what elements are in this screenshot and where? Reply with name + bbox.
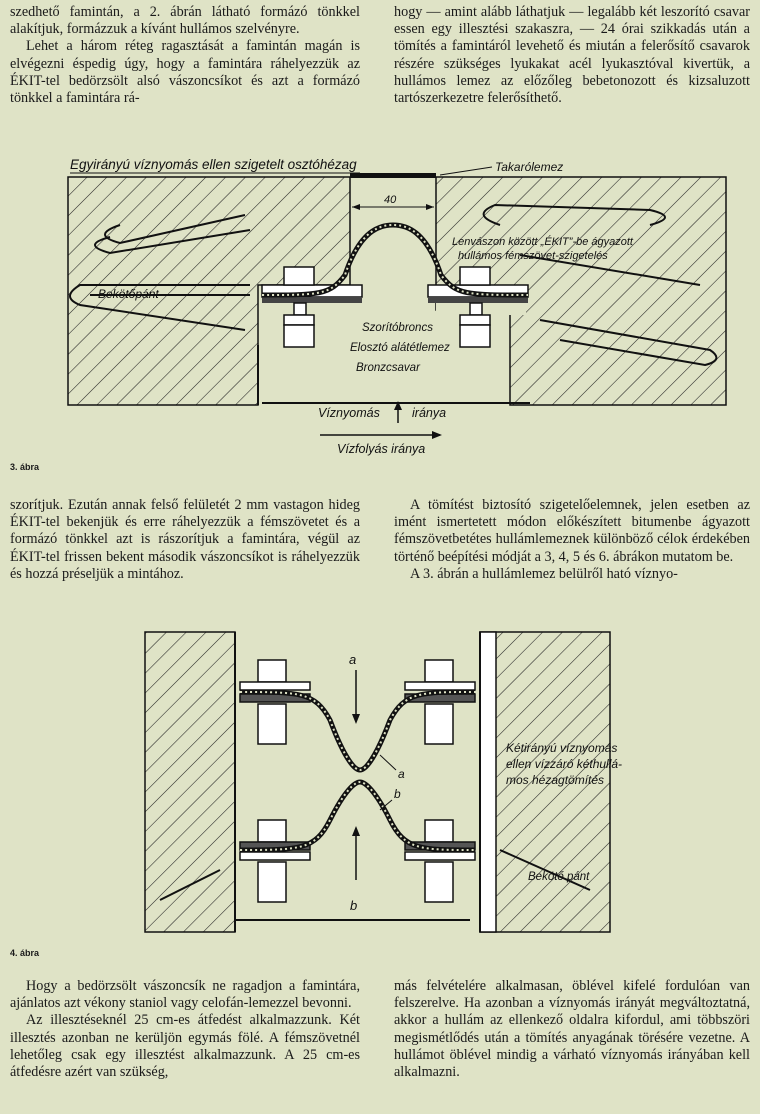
paragraph: szorítjuk. Ezután annak felső felületét …	[10, 497, 360, 582]
vizfolyas-label: Vízfolyás iránya	[337, 442, 425, 456]
label-b-wave: b	[394, 787, 401, 801]
bottom-right-column: más felvételére alkalmasan, öblével kife…	[394, 978, 750, 1081]
mid-left-column: szorítjuk. Ezután annak felső felületét …	[10, 497, 360, 583]
bottom-left-column: Hogy a bedörzsölt vászoncsík ne ragadjon…	[10, 978, 360, 1081]
iranya-label: iránya	[412, 406, 446, 420]
mid-right-column: A tömítést biztosító szigetelőelemnek, j…	[394, 497, 750, 583]
figure-3: 40 Egyirányú víznyomás ellen szigetelt o…	[67, 157, 727, 456]
paragraph: Az illesztéseknél 25 cm-es átfedést alka…	[10, 1012, 360, 1081]
kettiranyu-label-2: ellen vízzáró kéthullá-	[506, 757, 622, 771]
figure-4-caption: 4. ábra	[10, 948, 40, 958]
viznyomas-label: Víznyomás	[318, 406, 380, 420]
szoritobroncs-label: Szorítóbroncs	[362, 322, 433, 334]
label-a-top: a	[349, 652, 356, 667]
eloszto-label: Elosztó alátétlemez	[350, 342, 450, 354]
paragraph: hogy — amint alább láthatjuk — legalább …	[394, 4, 750, 107]
top-left-column: szedhető famintán, a 2. ábrán látható fo…	[10, 4, 360, 107]
paragraph: szedhető famintán, a 2. ábrán látható fo…	[10, 4, 360, 38]
kettiranyu-label-3: mos hézagtömítés	[506, 773, 604, 787]
top-right-column: hogy — amint alább láthatjuk — legalább …	[394, 4, 750, 107]
paragraph: Hogy a bedörzsölt vászoncsík ne ragadjon…	[10, 978, 360, 1012]
paragraph: más felvételére alkalmasan, öblével kife…	[394, 978, 750, 1081]
takarolemez-label: Takarólemez	[495, 160, 563, 174]
label-a-wave: a	[398, 767, 405, 781]
figure-title: Egyirányú víznyomás ellen szigetelt oszt…	[70, 157, 357, 172]
figure-3-caption: 3. ábra	[10, 462, 40, 472]
lenvaszon-label-2: hullámos fémszövet-szigetelés	[458, 250, 608, 262]
bekotopant-label: Bekötőpánt	[98, 287, 159, 301]
kettiranyu-label-1: Kétirányú víznyomás	[506, 741, 617, 755]
dimension-label: 40	[384, 194, 397, 206]
paragraph: A tömítést biztosító szigetelőelemnek, j…	[394, 497, 750, 565]
bronzcsavar-label: Bronzcsavar	[356, 362, 421, 374]
lenvaszon-label-1: Lenvászon között „ÉKIT”-be ágyazott	[452, 235, 634, 248]
paragraph: A 3. ábrán a hullámlemez belülről ható v…	[410, 565, 678, 582]
label-b-bottom: b	[350, 898, 357, 913]
paragraph: Lehet a három réteg ragasztását a famint…	[10, 38, 360, 107]
figure-4: a b a b Kétirányú víznyomás ellen vízzár…	[144, 631, 622, 933]
